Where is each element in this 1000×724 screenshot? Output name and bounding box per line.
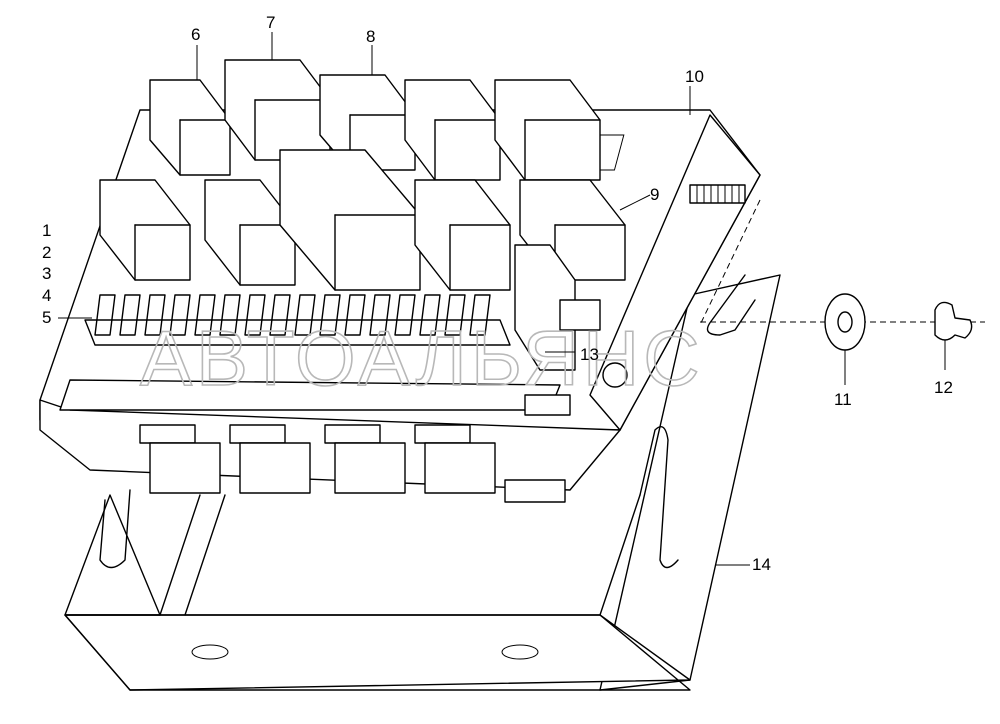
callout-9: 9 bbox=[650, 185, 659, 204]
lower-connectors bbox=[139, 424, 566, 503]
callout-5: 5 bbox=[42, 308, 51, 327]
relay-6 bbox=[149, 79, 231, 176]
relay-front-1 bbox=[99, 179, 191, 281]
relay-front-4 bbox=[414, 179, 511, 291]
mounting-bracket bbox=[64, 199, 781, 691]
connector-13 bbox=[514, 244, 628, 416]
callout-6: 6 bbox=[191, 25, 200, 44]
wing-nut-12 bbox=[934, 301, 973, 341]
callout-11: 11 bbox=[834, 390, 852, 409]
watermark: АВТОАЛЬЯНС bbox=[140, 314, 704, 402]
relay-front-2 bbox=[204, 179, 296, 286]
callout-8: 8 bbox=[366, 27, 375, 46]
washer-11 bbox=[824, 293, 866, 351]
callout-3: 3 bbox=[42, 264, 51, 283]
callout-1: 1 bbox=[42, 221, 51, 240]
callout-2: 2 bbox=[42, 243, 51, 262]
relay-back-5 bbox=[494, 79, 601, 181]
callout-10: 10 bbox=[685, 67, 704, 86]
callout-7: 7 bbox=[266, 13, 275, 32]
relays-back-row bbox=[149, 59, 601, 181]
fuse-row bbox=[84, 294, 511, 346]
callout-13: 13 bbox=[580, 345, 599, 364]
callout-12: 12 bbox=[934, 378, 953, 397]
callout-14: 14 bbox=[752, 555, 771, 574]
leader-lines bbox=[58, 32, 946, 566]
callout-4: 4 bbox=[42, 286, 51, 305]
relay-back-4 bbox=[404, 79, 501, 181]
relay-large bbox=[279, 149, 421, 291]
stud bbox=[689, 184, 746, 204]
